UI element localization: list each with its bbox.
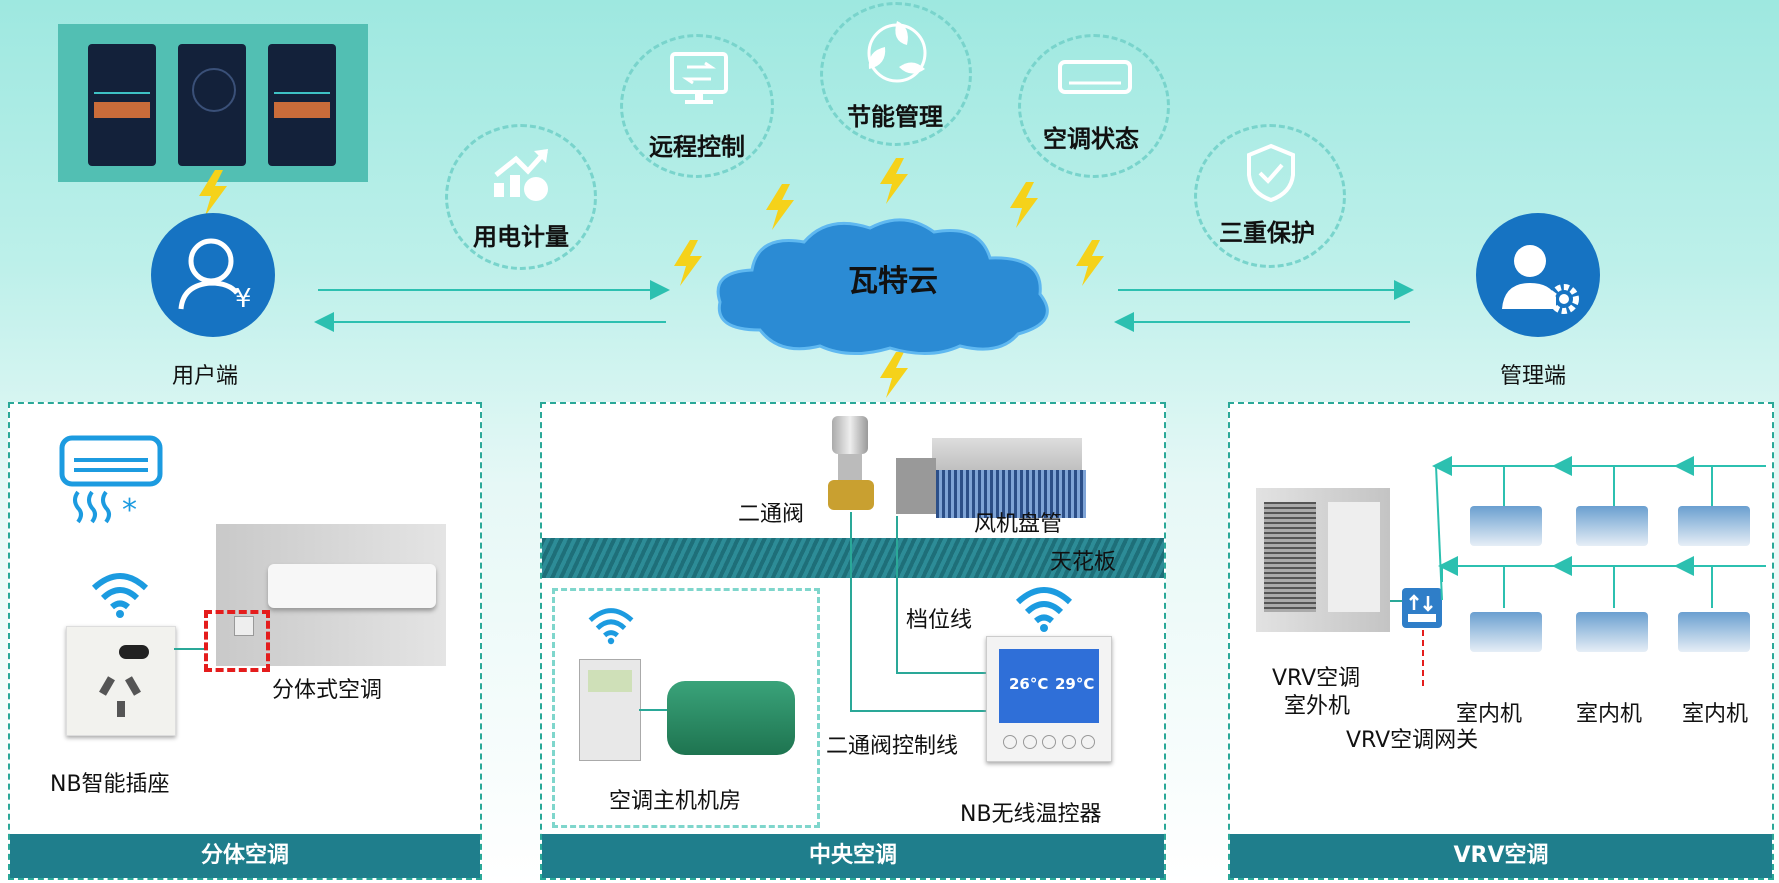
vrv-ac-panel: VRV空调网关 VRV空调 室外机 室内机 室内机 室内机 VRV空调: [1228, 402, 1774, 880]
vrv-indoor-unit: [1470, 612, 1542, 652]
lightning-icon: [199, 170, 227, 216]
shield-check-icon: [1247, 143, 1295, 203]
thermostat-label: NB无线温控器: [960, 802, 1102, 827]
valve-wire-label: 二通阀控制线: [826, 734, 959, 759]
valve-wire: [850, 512, 852, 712]
user-side-icon: ¥: [151, 213, 275, 337]
vrv-indoor-unit: [1470, 506, 1542, 546]
split-ac-footer: 分体空调: [10, 834, 480, 878]
vrv-indoor-unit: [1678, 612, 1750, 652]
vrv-outdoor-label-1: VRV空调: [1272, 666, 1361, 691]
lightning-icon: [674, 240, 702, 286]
air-conditioner-icon: [1058, 60, 1132, 94]
wifi-icon: [588, 608, 634, 645]
monitor-icon: [670, 52, 728, 104]
leaf-cycle-icon: [867, 21, 927, 83]
central-ac-panel: 天花板 二通阀 风机盘管 档位线 二通阀控制线 26°C 29°C: [540, 402, 1166, 880]
electric-meter: [579, 659, 641, 761]
speed-wire: [896, 516, 898, 674]
vrv-indoor-label: 室内机: [1682, 702, 1749, 727]
vrv-outdoor-label-2: 室外机: [1284, 694, 1351, 719]
split-ac-photo: [216, 524, 446, 666]
feature-label: 三重保护: [1219, 219, 1315, 247]
vrv-indoor-unit: [1576, 506, 1648, 546]
smart-socket: [66, 626, 176, 736]
feature-ac-status: 空调状态: [1018, 34, 1170, 178]
connection-arrows: [314, 280, 1414, 332]
vrv-indoor-label: 室内机: [1456, 702, 1523, 727]
admin-side-icon: [1476, 213, 1600, 337]
cloud-label: 瓦特云: [848, 264, 938, 299]
svg-text:¥: ¥: [235, 284, 252, 314]
vrv-gateway-icon: [1402, 588, 1442, 628]
thermostat-left-temp: 26°C: [1009, 675, 1049, 693]
smart-socket-label: NB智能插座: [50, 772, 170, 797]
chiller-unit: [667, 681, 795, 755]
ceiling-band: [542, 538, 1164, 578]
lightning-icon: [880, 352, 908, 398]
lightning-icon: [1010, 182, 1038, 228]
lightning-icon: [766, 184, 794, 230]
cloud-shape: [716, 218, 1049, 356]
speed-wire-label: 档位线: [906, 608, 973, 633]
lightning-icon: [880, 158, 908, 204]
feature-energy-management: 节能管理: [820, 2, 972, 146]
speed-wire: [896, 672, 986, 674]
feature-label: 节能管理: [847, 103, 943, 131]
lightning-icon: [1076, 240, 1104, 286]
wifi-icon: [1015, 587, 1073, 632]
gateway-red-line: [1422, 630, 1424, 686]
vrv-ac-footer: VRV空调: [1230, 834, 1772, 878]
fan-coil-label: 风机盘管: [974, 512, 1063, 537]
machine-room-label: 空调主机机房: [609, 789, 742, 814]
feature-remote-control: 远程控制: [620, 34, 774, 178]
wifi-icon: [91, 573, 149, 618]
ceiling-label: 天花板: [1050, 550, 1117, 575]
feature-label: 远程控制: [649, 133, 745, 161]
vrv-gateway-label: VRV空调网关: [1346, 728, 1479, 753]
split-ac-panel: * 分体式空调 NB智能插座 分体空调: [8, 402, 482, 880]
feature-label: 用电计量: [473, 223, 569, 251]
socket-connector-line: [174, 648, 206, 650]
thermostat-screen: 26°C 29°C: [999, 649, 1099, 723]
vrv-outdoor-unit: [1256, 488, 1390, 632]
wireless-thermostat: 26°C 29°C: [986, 636, 1112, 762]
feature-label: 空调状态: [1043, 125, 1139, 153]
vrv-indoor-unit: [1678, 506, 1750, 546]
phone-screen: [178, 44, 246, 166]
central-ac-footer: 中央空调: [542, 834, 1164, 878]
machine-room-box: 空调主机机房: [552, 588, 820, 828]
split-ac-label: 分体式空调: [272, 678, 383, 703]
admin-side-label: 管理端: [1500, 364, 1567, 389]
vrv-pipe-lines: [1432, 456, 1766, 608]
valve-label: 二通阀: [738, 502, 805, 527]
feature-triple-protection: 三重保护: [1194, 124, 1346, 268]
user-side-label: 用户端: [172, 364, 239, 389]
fan-coil-unit: [896, 438, 1090, 520]
vrv-indoor-unit: [1576, 612, 1648, 652]
vrv-indoor-label: 室内机: [1576, 702, 1643, 727]
highlight-box: [204, 610, 270, 672]
app-screens-panel: [58, 24, 368, 182]
ac-heat-cool-icon: *: [59, 435, 163, 524]
phone-screen: [88, 44, 156, 166]
two-way-valve: [826, 416, 876, 528]
chart-up-icon: [494, 149, 548, 201]
feature-energy-metering: 用电计量: [445, 124, 597, 270]
thermostat-right-temp: 29°C: [1055, 675, 1095, 693]
phone-screen: [268, 44, 336, 166]
valve-wire: [850, 710, 986, 712]
svg-text:*: *: [122, 493, 137, 524]
